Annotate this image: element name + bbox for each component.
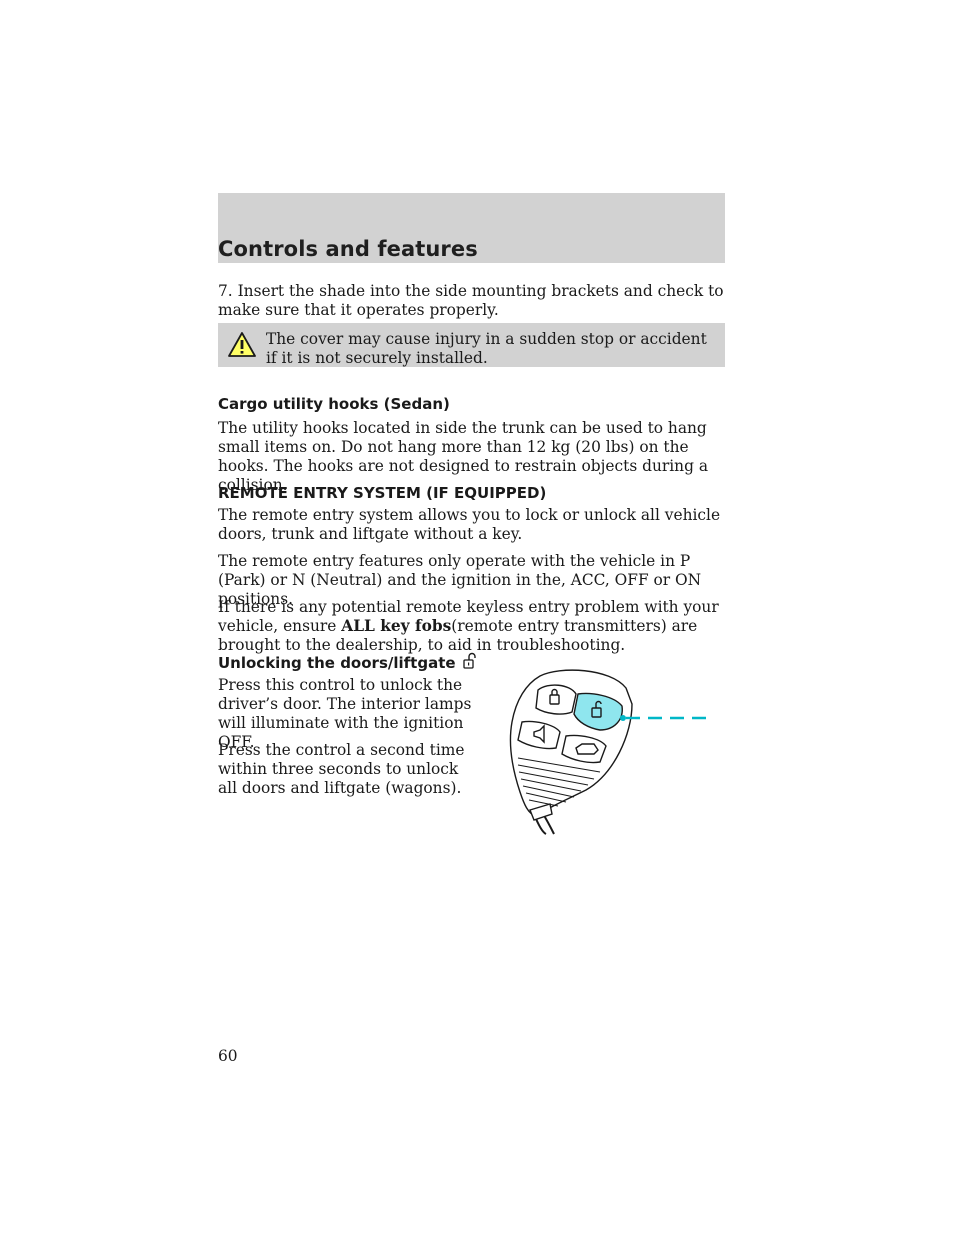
remote-p3-pre: If there is any potential remote keyless… (218, 598, 719, 635)
page-title: Controls and features (218, 237, 478, 261)
unlock-p1: Press this control to unlock the driver’… (218, 676, 472, 751)
remote-entry-heading: REMOTE ENTRY SYSTEM (IF EQUIPPED) (218, 484, 547, 502)
remote-p2: The remote entry features only operate w… (218, 552, 702, 608)
warning-triangle-icon (228, 332, 256, 357)
warning-text: The cover may cause injury in a sudden s… (266, 330, 707, 367)
unlock-p2: Press the control a second time within t… (218, 741, 465, 797)
remote-p3-post: (remote entry transmitters) are brought … (218, 617, 698, 654)
header-band: Controls and features (218, 193, 725, 263)
cargo-heading: Cargo utility hooks (Sedan) (218, 395, 450, 413)
remote-p3: If there is any potential remote keyless… (218, 598, 728, 655)
cargo-body: The utility hooks located in side the tr… (218, 419, 708, 494)
page-number: 60 (218, 1047, 238, 1065)
unlock-heading: Unlocking the doors/liftgate (218, 652, 478, 673)
warning-box: The cover may cause injury in a sudden s… (218, 323, 725, 367)
remote-p3-bold: ALL key fobs (341, 617, 452, 635)
unlock-heading-text: Unlocking the doors/liftgate (218, 654, 456, 672)
unlock-padlock-icon (463, 652, 476, 669)
step-7-text: 7. Insert the shade into the side mounti… (218, 282, 724, 319)
remote-p1: The remote entry system allows you to lo… (218, 506, 721, 543)
keyfob-illustration (509, 669, 712, 835)
